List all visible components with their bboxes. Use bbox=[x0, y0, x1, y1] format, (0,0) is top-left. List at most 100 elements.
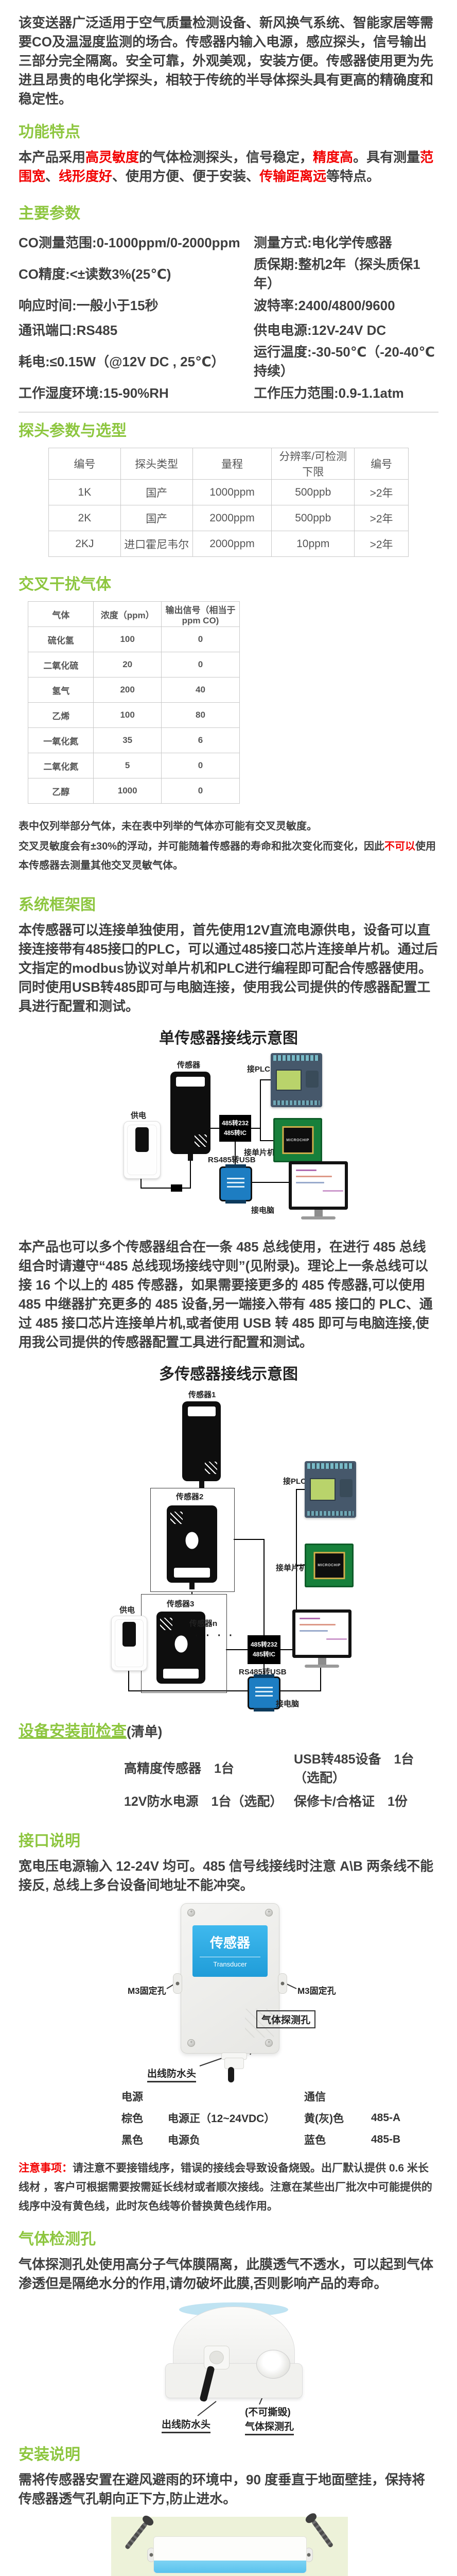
wire-cell bbox=[371, 2086, 428, 2107]
label-sensor-n: 传感器n bbox=[189, 1619, 218, 1628]
pc-monitor2 bbox=[292, 1609, 351, 1668]
table-row: 气体浓度（ppm）输出信号（相当于ppm CO) bbox=[27, 601, 240, 627]
text: 本产品采用 bbox=[19, 149, 86, 165]
plc-device2 bbox=[305, 1461, 356, 1518]
label-usb-converter2: RS485转USB bbox=[239, 1668, 287, 1676]
m3-hole-label-right: M3固定孔 bbox=[297, 1986, 336, 1996]
heading-cross: 交叉干扰气体 bbox=[19, 576, 111, 593]
product-label-cn: 传感器 bbox=[209, 1935, 250, 1951]
pc-monitor bbox=[289, 1161, 348, 1219]
text: 等特点。 bbox=[326, 168, 380, 184]
sensor-housing: + + + + 传感器 Transducer bbox=[181, 1903, 279, 2054]
screw-icon: + bbox=[187, 2039, 195, 2047]
label-sensor1: 传感器1 bbox=[188, 1391, 216, 1399]
gland-nut bbox=[204, 2346, 230, 2369]
checklist-cell: 12V防水电源 1台（选配） bbox=[124, 1794, 283, 1809]
wire-cell: 电源正（12~24VDC） bbox=[168, 2113, 275, 2125]
heading-checklist-black: (清单) bbox=[127, 1724, 163, 1739]
probe-cell: 1000ppm bbox=[192, 479, 272, 505]
cross-cell: 浓度（ppm） bbox=[93, 601, 162, 627]
divider bbox=[19, 412, 438, 413]
spec-cell: 工作压力范围:0.9-1.1atm bbox=[253, 385, 404, 401]
screw-icon: + bbox=[265, 1909, 273, 1917]
heading-params: 主要参数 bbox=[19, 205, 80, 222]
red-text: 精度高 bbox=[313, 149, 354, 165]
red-text: 范围宽 bbox=[19, 149, 434, 184]
product-label-en: Transducer bbox=[213, 1960, 247, 1968]
probe-cell: >2年 bbox=[354, 479, 409, 505]
table-row: CO精度:<±读数3%(25℃) 质保期:整机2年（探头质保1年） bbox=[19, 254, 438, 292]
probe-cell: >2年 bbox=[354, 505, 409, 531]
wire-cell: 棕色 bbox=[121, 2113, 143, 2125]
more-sensors-dots: · · · · · · bbox=[172, 1630, 235, 1641]
converter-line2: 485转IC bbox=[223, 1129, 247, 1137]
table-row: 耗电:≤0.15W（@12V DC , 25℃） 运行温度:-30-50℃（-20… bbox=[19, 342, 438, 380]
spec-cell: 质保期:整机2年（探头质保1年） bbox=[253, 257, 420, 291]
notice-paragraph: 注意事项：请注意不要接错线序，错误的接线会导致设备烧毁。出厂默认提供 0.6 米… bbox=[19, 2159, 438, 2216]
label-power: 供电 bbox=[131, 1111, 147, 1120]
label-sensor2: 传感器2 bbox=[176, 1493, 204, 1501]
cross-cell: 二氧化硫 bbox=[27, 652, 94, 677]
spec-cell: 供电电源:12V-24V DC bbox=[253, 322, 386, 338]
cross-cell: 100 bbox=[93, 626, 162, 652]
red-text: 不可以 bbox=[384, 841, 416, 852]
heading-gas-hole: 气体检测孔 bbox=[19, 2231, 96, 2248]
install-photo: 105mm bbox=[19, 2517, 438, 2576]
install-device-blue-strip bbox=[154, 2561, 306, 2573]
table-row: 工作湿度环境:15-90%RH 工作压力范围:0.9-1.1atm bbox=[19, 380, 438, 404]
diagram1-title: 单传感器接线示意图 bbox=[159, 1030, 298, 1047]
wire-cell: 电源 bbox=[121, 2091, 143, 2103]
interface-paragraph: 宽电压电源输入 12-24V 均可。485 信号线接线时注意 A\B 两条线不能… bbox=[19, 1858, 434, 1893]
probe-cell: 500ppb bbox=[271, 479, 355, 505]
spec-cell: 耗电:≤0.15W（@12V DC , 25℃） bbox=[19, 353, 225, 369]
rs485-converter-box2: 485转232 485转IC bbox=[248, 1635, 280, 1664]
cross-note-1: 表中仅列举部分气体，未在表中列举的气体亦可能有交叉灵敏度。 bbox=[19, 821, 317, 832]
probe-cell: >2年 bbox=[354, 531, 409, 557]
power-socket bbox=[124, 1121, 161, 1179]
checklist-cell: 高精度传感器 1台 bbox=[124, 1761, 234, 1776]
spec-cell: CO精度:<±读数3%(25℃) bbox=[19, 266, 171, 282]
cross-cell: 5 bbox=[93, 753, 162, 778]
text: 。具有测量 bbox=[353, 149, 420, 165]
sensor1-device bbox=[182, 1401, 221, 1488]
probe-cell: 国产 bbox=[120, 479, 193, 505]
gas-membrane bbox=[256, 2350, 290, 2379]
probe-cell: 2K bbox=[48, 505, 121, 531]
usb-485-converter bbox=[219, 1164, 252, 1204]
label-power2: 供电 bbox=[119, 1606, 135, 1615]
cross-cell: 100 bbox=[93, 702, 162, 728]
spec-cell: 测量方式:电化学传感器 bbox=[253, 234, 392, 250]
spec-cell: 波特率:2400/4800/9600 bbox=[253, 297, 395, 313]
install-device bbox=[153, 2536, 307, 2573]
features-paragraph: 本产品采用高灵敏度的气体检测探头，信号稳定，精度高。具有测量范围宽、线形度好、使… bbox=[19, 148, 438, 186]
label-sensor: 传感器 bbox=[177, 1061, 201, 1070]
wire-cell: 通信 bbox=[304, 2091, 326, 2103]
text: 、 bbox=[45, 168, 59, 184]
rs485-converter-box: 485转232 485转IC bbox=[219, 1115, 251, 1142]
text: 的气体检测探头，信号稳定， bbox=[139, 149, 313, 165]
probe-cell: 国产 bbox=[120, 505, 193, 531]
gas-hole-label: 气体探测孔 bbox=[256, 2010, 316, 2028]
intro-paragraph: 该变送器广泛适用于空气质量检测设备、新风换气系统、智能家居等需要CO及温湿度监测… bbox=[19, 15, 434, 107]
spec-cell: 工作湿度环境:15-90%RH bbox=[19, 385, 169, 401]
label-mcu2: 接单片机 bbox=[276, 1564, 307, 1572]
wire-cell: 485-B bbox=[371, 2133, 401, 2145]
cross-cell: 35 bbox=[93, 727, 162, 753]
cross-cell: 1000 bbox=[93, 778, 162, 804]
usb-485-converter2 bbox=[248, 1674, 280, 1711]
heading-features: 功能特点 bbox=[19, 124, 80, 141]
power-plug2 bbox=[122, 1622, 136, 1647]
wire-cell: 蓝色 bbox=[304, 2134, 326, 2146]
label-pc: 接电脑 bbox=[251, 1206, 275, 1215]
mount-ear-right bbox=[278, 1973, 287, 1994]
gland-label2: 出线防水头 bbox=[162, 2417, 211, 2433]
cable bbox=[228, 2067, 234, 2082]
spec-cell: 运行温度:-30-50℃（-20-40℃持续） bbox=[253, 344, 435, 379]
cross-cell: 输出信号（相当于ppm CO) bbox=[161, 601, 240, 627]
